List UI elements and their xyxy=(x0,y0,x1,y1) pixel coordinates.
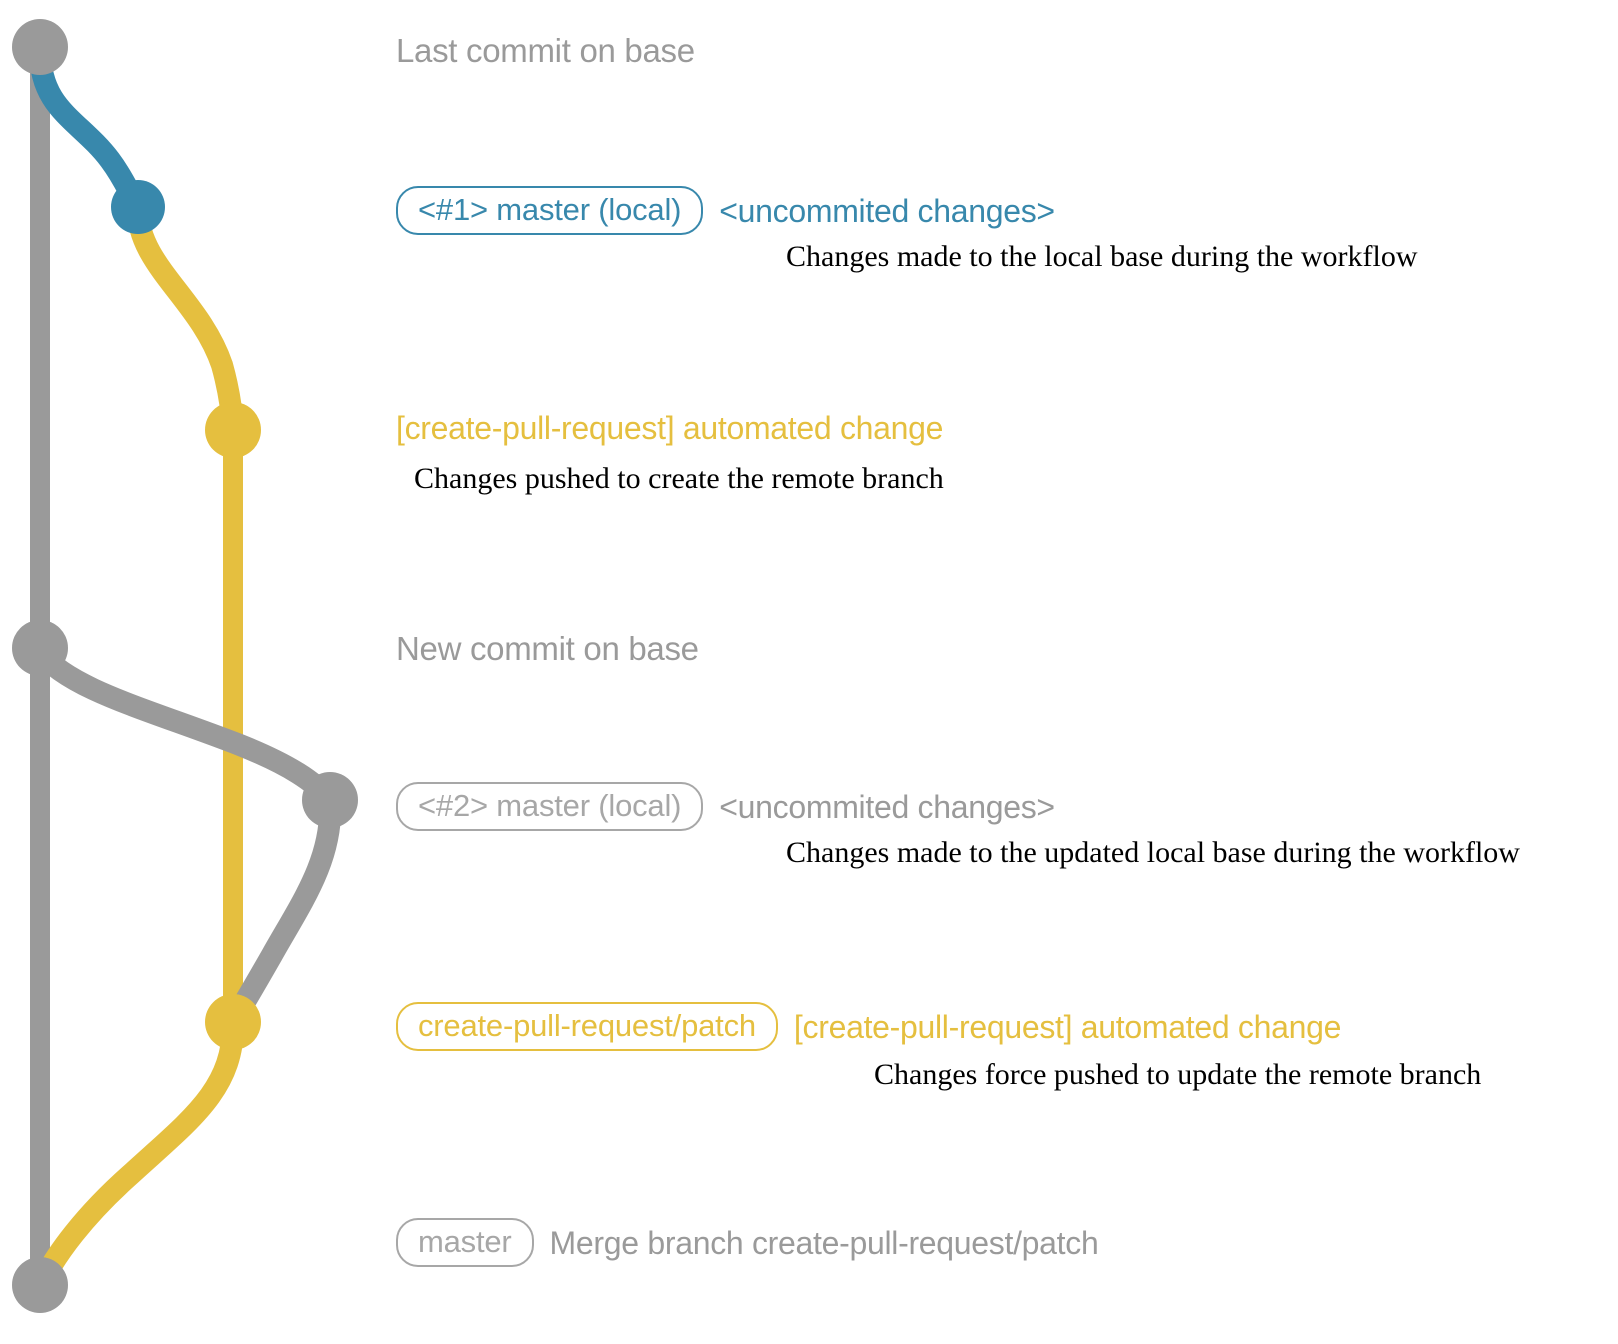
commit-node-base-last-commit[interactable] xyxy=(12,19,68,75)
commit-node-patch-force-push[interactable] xyxy=(205,994,261,1050)
entry-local-1: <#1> master (local) <uncommited changes> xyxy=(396,186,1055,235)
heading-new-commit-on-base: New commit on base xyxy=(396,630,699,667)
commit-note-local-2: Changes made to the updated local base d… xyxy=(786,836,1520,869)
edge-base2-to-local2 xyxy=(29,641,341,811)
entry-local-2: <#2> master (local) <uncommited changes> xyxy=(396,782,1055,831)
ref-badge-master-local-2[interactable]: <#2> master (local) xyxy=(396,782,704,831)
commit-subject-local-1: <uncommited changes> xyxy=(719,192,1055,229)
commit-node-base-new-commit[interactable] xyxy=(12,620,68,676)
commit-subject-automated-change-2: [create-pull-request] automated change xyxy=(793,1008,1342,1045)
commit-subject-local-2: <uncommited changes> xyxy=(719,788,1055,825)
edge-local1-to-patch1 xyxy=(127,199,244,441)
edge-patch2-to-merge xyxy=(31,1014,244,1294)
entry-automated-change-1: [create-pull-request] automated change xyxy=(396,412,943,444)
ref-badge-master[interactable]: master xyxy=(396,1218,534,1267)
entry-automated-change-2: create-pull-request/patch [create-pull-r… xyxy=(396,1002,1341,1051)
commit-note-automated-change-1: Changes pushed to create the remote bran… xyxy=(414,462,944,495)
commit-node-local-uncommitted-1[interactable] xyxy=(111,180,165,234)
edge-local2-to-patch2 xyxy=(222,791,342,1033)
commit-note-automated-change-2: Changes force pushed to update the remot… xyxy=(874,1058,1482,1091)
edge-base-to-local1 xyxy=(29,39,149,218)
entry-merge-commit: master Merge branch create-pull-request/… xyxy=(396,1218,1099,1267)
heading-last-commit-on-base: Last commit on base xyxy=(396,32,695,69)
ref-badge-create-pull-request-patch[interactable]: create-pull-request/patch xyxy=(396,1002,778,1051)
commit-note-local-1: Changes made to the local base during th… xyxy=(786,240,1418,273)
commit-subject-automated-change-1: [create-pull-request] automated change xyxy=(396,410,944,446)
commit-node-local-uncommitted-2[interactable] xyxy=(302,772,358,828)
ref-badge-master-local-1[interactable]: <#1> master (local) xyxy=(396,186,704,235)
commit-node-master-merge[interactable] xyxy=(12,1257,68,1313)
commit-subject-merge: Merge branch create-pull-request/patch xyxy=(549,1224,1099,1261)
commit-node-patch-create[interactable] xyxy=(205,402,261,458)
